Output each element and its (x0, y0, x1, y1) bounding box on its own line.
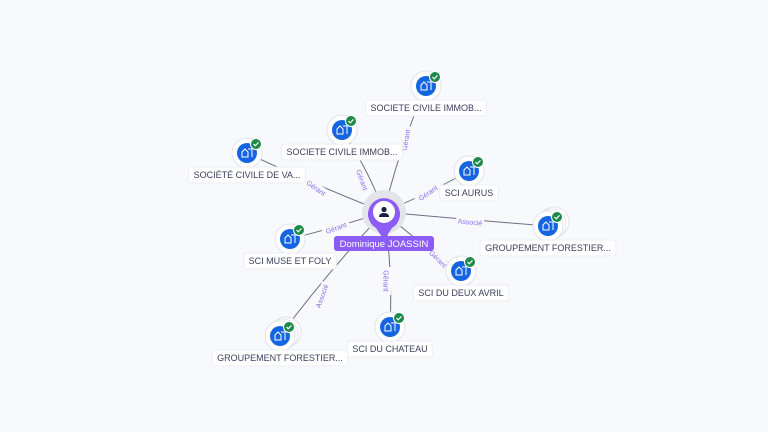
building-icon (284, 234, 296, 244)
company-label: SCI AURUS (445, 188, 494, 198)
verified-check-icon (551, 211, 563, 223)
edge-label: Gérant (413, 180, 442, 205)
company-node[interactable]: SOCIETE CIVILE IMMOB... (364, 70, 488, 117)
building-icon (420, 81, 432, 91)
company-node[interactable]: SCI DU DEUX AVRIL (412, 255, 510, 302)
verified-check-icon (250, 138, 262, 150)
company-label-bg (188, 166, 306, 184)
company-label: GROUPEMENT FORESTIER... (217, 353, 343, 363)
edge-label: Associé (455, 215, 485, 228)
company-label-bg (346, 340, 434, 358)
edge-label: Gérant (321, 218, 351, 237)
company-label: GROUPEMENT FORESTIER... (485, 243, 611, 253)
company-label-bg (479, 239, 617, 257)
verified-check-icon (293, 224, 305, 236)
company-label: SCI MUSE ET FOLY (249, 256, 332, 266)
verified-check-icon (429, 71, 441, 83)
building-icon (463, 166, 475, 176)
company-label-bg (280, 143, 404, 161)
company-label-bg (439, 184, 499, 202)
building-icon (542, 221, 554, 231)
edge-label: Gérant (353, 165, 372, 195)
company-node[interactable]: GROUPEMENT FORESTIER... (211, 316, 349, 367)
verified-check-icon (393, 312, 405, 324)
company-node[interactable]: GROUPEMENT FORESTIER... (479, 206, 617, 257)
company-label: SOCIÉTÉ CIVILE DE VA... (194, 170, 301, 180)
company-node[interactable]: SOCIÉTÉ CIVILE DE VA... (188, 137, 306, 184)
edge-relation-label: Gérant (382, 270, 389, 291)
edge-relation-label: Gérant (402, 129, 413, 151)
company-label-bg (364, 99, 488, 117)
company-label: SCI DU DEUX AVRIL (418, 288, 503, 298)
company-node[interactable]: SCI DU CHATEAU (346, 311, 434, 358)
center-label-bg (334, 236, 434, 251)
center-person-node[interactable]: Dominique JOASSIN (334, 190, 434, 251)
building-icon (336, 125, 348, 135)
company-node[interactable]: SOCIETE CIVILE IMMOB... (280, 114, 404, 161)
verified-check-icon (464, 256, 476, 268)
building-icon (455, 266, 467, 276)
company-label: SCI DU CHATEAU (352, 344, 427, 354)
company-label-bg (243, 252, 337, 270)
company-label: SOCIETE CIVILE IMMOB... (286, 147, 397, 157)
person-icon (379, 206, 389, 217)
building-icon (241, 148, 253, 158)
building-icon (274, 331, 286, 341)
verified-check-icon (345, 115, 357, 127)
building-icon (384, 322, 396, 332)
company-label-bg (412, 284, 510, 302)
company-label-bg (211, 349, 349, 367)
edge-label: Gérant (382, 267, 391, 295)
company-node[interactable]: SCI AURUS (439, 155, 499, 202)
company-label: SOCIETE CIVILE IMMOB... (370, 103, 481, 113)
edge-label: Associé (312, 281, 331, 311)
edge-relation-label: Associé (457, 218, 482, 227)
verified-check-icon (472, 156, 484, 168)
center-label: Dominique JOASSIN (340, 239, 429, 250)
verified-check-icon (283, 321, 295, 333)
company-node[interactable]: SCI MUSE ET FOLY (243, 223, 337, 270)
